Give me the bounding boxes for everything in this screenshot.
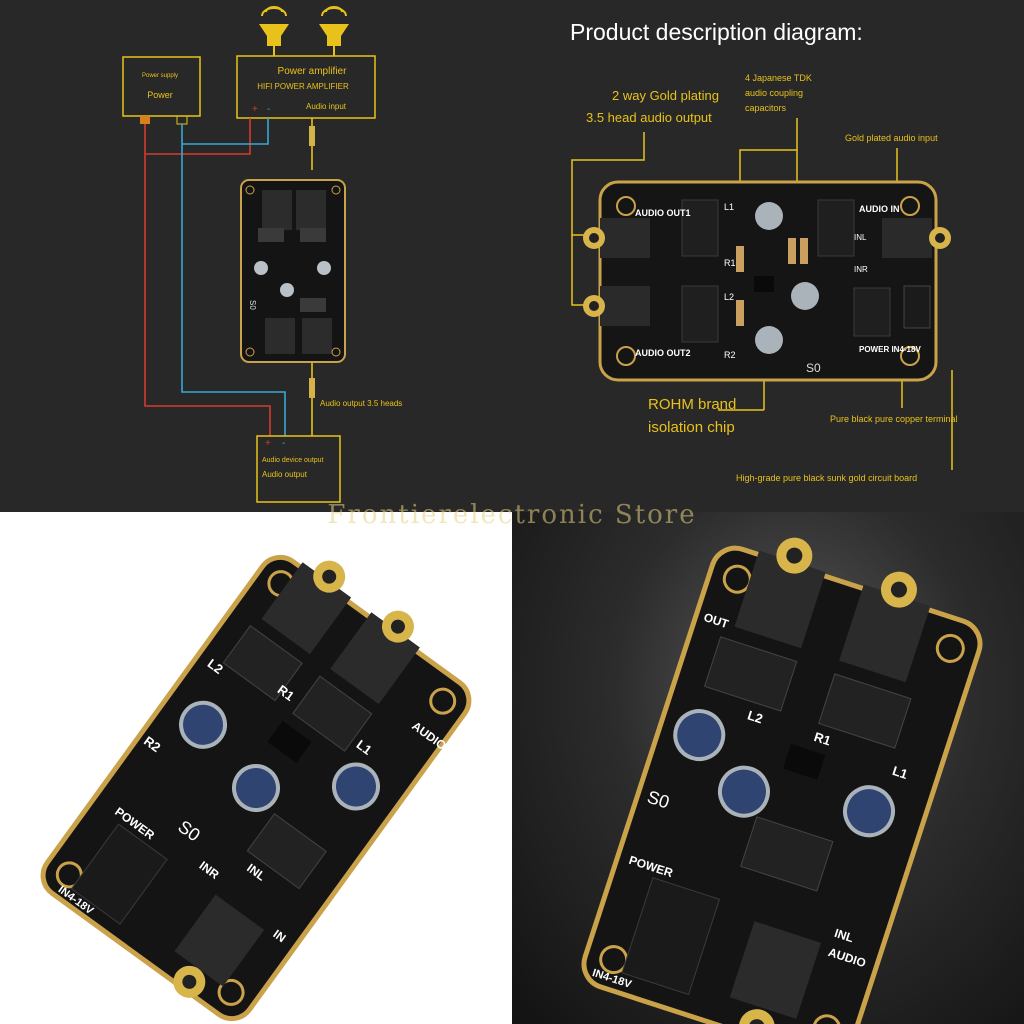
- callout-gold-output-1: 2 way Gold plating: [612, 88, 719, 103]
- speaker-icon: [259, 6, 289, 46]
- diagram-board-s0: S0: [248, 300, 257, 310]
- device-plus: +: [265, 438, 271, 449]
- photo2-l2: L2: [746, 707, 765, 726]
- board-r2: R2: [724, 350, 736, 360]
- photo1-l1: L1: [354, 737, 375, 758]
- photo-white-panel: R1 L1 L2 R2 INL INR S0 POWER IN4-18V AUD…: [0, 512, 512, 1024]
- description-panel: Product description diagram: 2 way Gold …: [512, 0, 1024, 512]
- board-l1: L1: [724, 202, 734, 212]
- photo-dark-panel: L2 R1 L1 S0 INL AUDIO POWER IN4-18V OUT: [512, 512, 1024, 1024]
- audio-output-label: Audio output 3.5 heads: [320, 399, 402, 408]
- board-s0: S0: [806, 361, 821, 375]
- amplifier-input-label: Audio input: [306, 102, 347, 111]
- callout-tdk-2: audio coupling: [745, 88, 803, 98]
- photo2-inl: INL: [833, 926, 856, 945]
- wiring-diagram: Power supply Power Power amplifier HIFI …: [122, 6, 402, 503]
- photo2-r1: R1: [812, 729, 832, 748]
- board-audio-out1: AUDIO OUT1: [635, 208, 691, 218]
- board-power: POWER IN4-18V: [859, 345, 921, 354]
- wiring-diagram-panel: Power supply Power Power amplifier HIFI …: [0, 0, 512, 512]
- power-supply-small-label: Power supply: [142, 73, 178, 79]
- callout-board: High-grade pure black sunk gold circuit …: [736, 473, 917, 483]
- callout-gold-input: Gold plated audio input: [845, 133, 938, 143]
- board-audio-out2: AUDIO OUT2: [635, 348, 691, 358]
- power-supply-box: [122, 56, 201, 117]
- diagram-board: S0: [240, 179, 346, 363]
- board-audio-in: AUDIO IN: [859, 204, 900, 214]
- device-minus: -: [282, 438, 285, 449]
- callout-rohm-2: isolation chip: [648, 419, 735, 436]
- photo2-l1: L1: [891, 763, 910, 782]
- power-supply-label: Power: [147, 90, 173, 100]
- amplifier-plus: +: [252, 104, 258, 115]
- device-line2: Audio output: [262, 470, 308, 479]
- photo1-l2: L2: [205, 656, 226, 677]
- device-line1: Audio device output: [262, 457, 324, 464]
- amplifier-minus: -: [267, 104, 270, 115]
- board-photo-white: R1 L1 L2 R2 INL INR S0 POWER IN4-18V AUD…: [40, 554, 472, 1022]
- callout-terminal: Pure black pure copper terminal: [830, 414, 958, 424]
- board-r1: R1: [724, 258, 736, 268]
- callout-tdk-1: 4 Japanese TDK: [745, 73, 812, 83]
- board-l2: L2: [724, 292, 734, 302]
- description-title: Product description diagram:: [570, 19, 863, 45]
- amplifier-subtitle: HIFI POWER AMPLIFIER: [257, 82, 349, 91]
- description-diagram: Product description diagram: 2 way Gold …: [570, 19, 958, 483]
- amplifier-title: Power amplifier: [278, 66, 348, 77]
- power-amplifier-box: [236, 55, 376, 119]
- board-inl: INL: [854, 233, 867, 242]
- callout-tdk-3: capacitors: [745, 103, 787, 113]
- board-inr: INR: [854, 265, 868, 274]
- speaker-icon: [319, 6, 349, 46]
- description-board: AUDIO OUT1 AUDIO OUT2 AUDIO IN POWER IN4…: [583, 180, 951, 382]
- callout-rohm-1: ROHM brand: [648, 396, 736, 413]
- callout-gold-output-2: 3.5 head audio output: [586, 110, 712, 125]
- board-photo-dark: L2 R1 L1 S0 INL AUDIO POWER IN4-18V OUT: [581, 537, 983, 1024]
- audio-device-box: [256, 435, 341, 503]
